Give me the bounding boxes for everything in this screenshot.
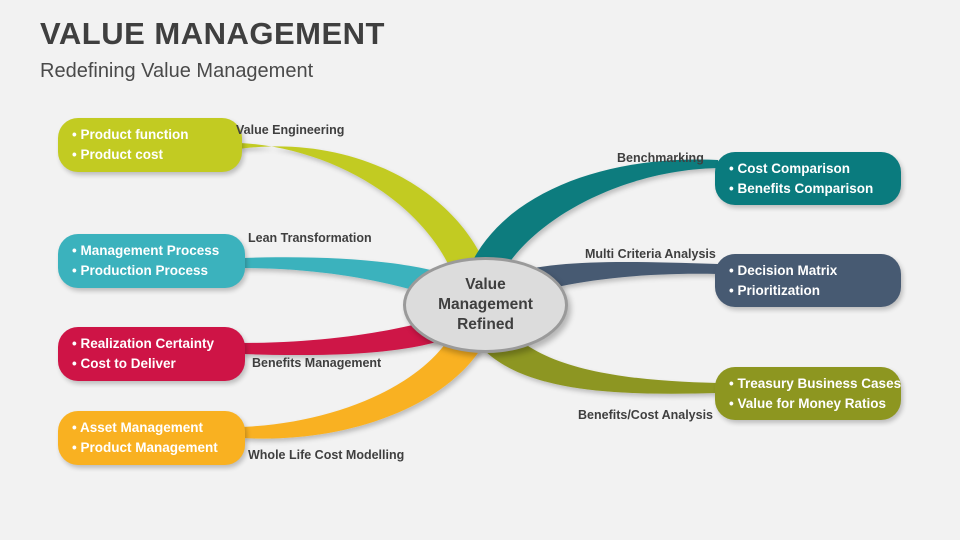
center-line-1: Value [465, 275, 506, 293]
node-item: Realization Certainty [72, 334, 231, 354]
page-subtitle: Redefining Value Management [40, 60, 314, 82]
node-box-value-engineering[interactable]: Product function Product cost [58, 118, 242, 172]
center-line-2: Management [438, 295, 533, 313]
node-box-lean-transformation[interactable]: Management Process Production Process [58, 234, 245, 288]
branch-label-benefits-management: Benefits Management [252, 356, 382, 370]
center-line-3: Refined [457, 316, 514, 334]
node-item: Production Process [72, 261, 231, 281]
node-item: Cost to Deliver [72, 354, 231, 374]
node-item: Prioritization [729, 281, 887, 301]
node-item: Benefits Comparison [729, 179, 887, 199]
node-box-benefits-cost-analysis[interactable]: Treasury Business Cases Value for Money … [715, 367, 901, 420]
connector-value-engineering [239, 143, 487, 272]
connector-multi-criteria-analysis [506, 261, 718, 300]
node-box-multi-criteria-analysis[interactable]: Decision Matrix Prioritization [715, 254, 901, 307]
connector-benefits-cost-analysis [470, 318, 718, 394]
branch-label-lean-transformation: Lean Transformation [248, 231, 372, 245]
node-item: Product function [72, 125, 228, 145]
branch-label-value-engineering: Value Engineering [236, 123, 345, 137]
node-box-benefits-management[interactable]: Realization Certainty Cost to Deliver [58, 327, 245, 381]
node-item: Management Process [72, 241, 231, 261]
node-item: Product cost [72, 145, 228, 165]
branch-label-whole-life-cost-modelling: Whole Life Cost Modelling [248, 448, 405, 462]
page-title: VALUE MANAGEMENT [40, 16, 385, 51]
branch-label-benefits-cost-analysis: Benefits/Cost Analysis [578, 408, 713, 422]
node-item: Treasury Business Cases [729, 374, 901, 394]
branch-label-benchmarking: Benchmarking [617, 151, 704, 165]
connector-benefits-management [242, 314, 452, 356]
node-item: Decision Matrix [729, 261, 887, 281]
node-item: Asset Management [72, 418, 231, 438]
node-item: Value for Money Ratios [729, 394, 887, 414]
node-box-whole-life-cost-modelling[interactable]: Asset Management Product Management [58, 411, 245, 465]
node-item: Cost Comparison [729, 159, 887, 179]
center-node-label: Value Management Refined [403, 257, 568, 353]
branch-label-multi-criteria-analysis: Multi Criteria Analysis [585, 247, 716, 261]
node-item: Product Management [72, 438, 231, 458]
center-node[interactable]: Value Management Refined [403, 257, 568, 353]
node-box-benchmarking[interactable]: Cost Comparison Benefits Comparison [715, 152, 901, 205]
connector-lean-transformation [242, 257, 450, 300]
center-ellipse [403, 257, 568, 353]
